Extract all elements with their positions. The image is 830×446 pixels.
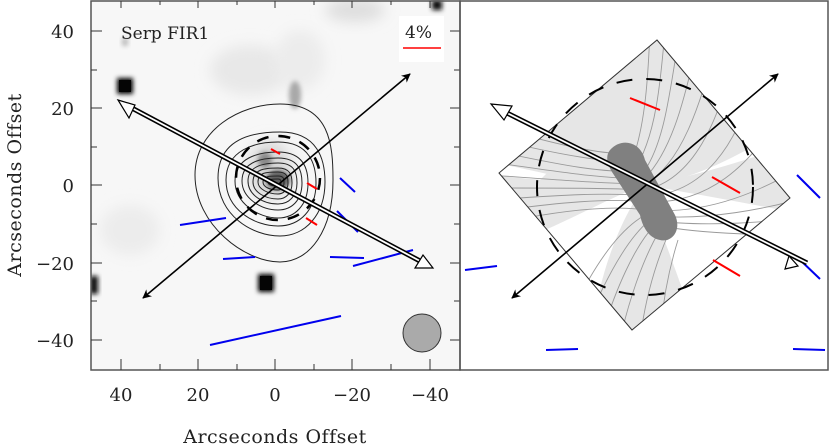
left-panel: Serp FIR1 4% xyxy=(4,0,498,446)
scale-box xyxy=(399,16,444,62)
scale-label: 4% xyxy=(405,23,432,43)
svg-text:−20: −20 xyxy=(36,254,74,275)
right-panel xyxy=(459,0,829,371)
svg-text:−40: −40 xyxy=(411,385,449,406)
svg-text:−40: −40 xyxy=(36,331,74,352)
y-ticks-left xyxy=(91,30,460,341)
right-panel-frame xyxy=(459,0,829,371)
svg-text:20: 20 xyxy=(187,385,210,406)
svg-text:0: 0 xyxy=(269,385,280,406)
x-ticks-left xyxy=(120,1,431,370)
x-axis-title: Arcseconds Offset xyxy=(182,426,366,446)
model-field-arrow xyxy=(489,103,809,270)
y-tick-labels: 40 20 0 −20 −40 xyxy=(36,22,74,352)
beam-circle xyxy=(402,313,442,353)
svg-text:40: 40 xyxy=(51,22,74,43)
svg-text:−20: −20 xyxy=(333,385,371,406)
svg-text:0: 0 xyxy=(63,176,74,197)
y-axis-title: Arcseconds Offset xyxy=(4,93,26,277)
x-tick-labels: 40 20 0 −20 −40 xyxy=(110,385,449,406)
panel-title: Serp FIR1 xyxy=(121,24,209,44)
field-axis-arrow xyxy=(116,98,435,269)
svg-text:20: 20 xyxy=(51,99,74,120)
model-outflow-arrow xyxy=(511,73,779,299)
svg-text:40: 40 xyxy=(110,385,133,406)
